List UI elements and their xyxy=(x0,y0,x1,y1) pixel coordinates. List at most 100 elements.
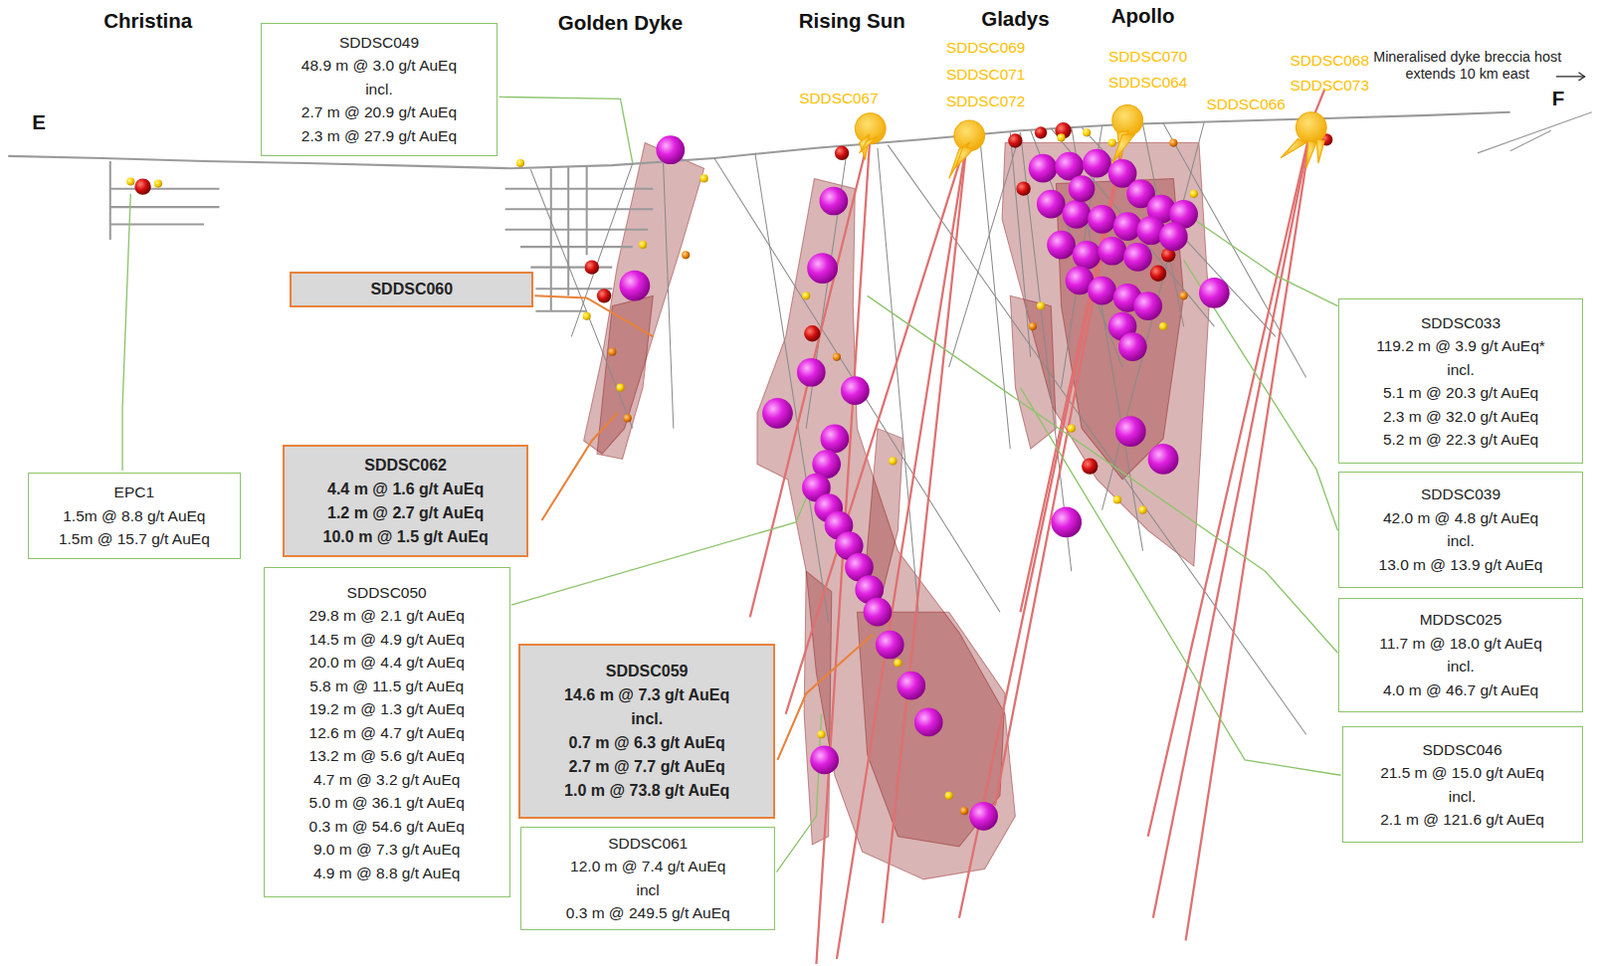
old-workings-part xyxy=(535,287,612,290)
yellow-spheres-part xyxy=(1190,190,1199,199)
magenta-spheres-part xyxy=(1097,236,1127,266)
section-end: F xyxy=(1552,86,1566,111)
yellow-spheres-part xyxy=(516,159,525,168)
drillhole-traces xyxy=(530,122,1306,735)
highlight-result-box: SDDSC0624.4 m @ 1.6 g/t AuEq1.2 m @ 2.7 … xyxy=(282,444,529,558)
magenta-spheres-part xyxy=(1050,507,1082,539)
intercept-text: 0.3 m @ 54.6 g/t AuEq xyxy=(309,814,465,839)
intercept-text: 19.2 m @ 1.3 g/t AuEq xyxy=(309,697,465,722)
drillhole-traces-part xyxy=(571,163,633,337)
intercept-text: incl. xyxy=(1446,358,1475,383)
intercept-text: 2.3 m @ 27.9 g/t AuEq xyxy=(301,124,457,149)
lode-shapes-part xyxy=(757,178,1015,879)
planned-collars-part xyxy=(954,120,986,152)
section-end: E xyxy=(31,110,46,135)
intercept-text: 4.0 m @ 46.7 g/t AuEq xyxy=(1383,678,1539,703)
intercept-text: 2.7 m @ 20.9 g/t AuEq xyxy=(301,100,457,125)
intercept-text: 12.6 m @ 4.7 g/t AuEq xyxy=(309,721,465,746)
red-spheres-part xyxy=(803,325,820,342)
yellow-spheres-part xyxy=(1108,138,1117,147)
intercept-text: 1.5m @ 15.7 g/t AuEq xyxy=(58,527,210,552)
drill-result-box: SDDSC05029.8 m @ 2.1 g/t AuEq14.5 m @ 4.… xyxy=(263,567,511,898)
drillhole-traces-part xyxy=(887,145,1306,736)
yellow-spheres-part xyxy=(945,792,954,800)
yellow-spheres-part xyxy=(1028,322,1037,331)
magenta-spheres-part xyxy=(809,746,839,776)
area-name: Rising Sun xyxy=(799,8,906,33)
magenta-spheres-part xyxy=(618,270,650,302)
ground-surface-part xyxy=(1477,112,1593,154)
magenta-spheres-part xyxy=(840,376,870,405)
magenta-spheres-part xyxy=(1062,200,1092,229)
leader-lines-part xyxy=(122,194,131,471)
magenta-spheres-part xyxy=(655,135,685,165)
magenta-spheres-part xyxy=(875,630,905,660)
magenta-spheres-part xyxy=(1159,222,1189,252)
red-spheres-part xyxy=(834,146,849,161)
drillhole-traces-part xyxy=(1081,127,1276,337)
intercept-text: 5.8 m @ 11.5 g/t AuEq xyxy=(309,674,464,699)
old-workings-part xyxy=(535,310,587,313)
yellow-spheres-part xyxy=(816,730,825,739)
old-workings-part xyxy=(110,205,220,208)
magenta-spheres-part xyxy=(820,424,850,454)
leader-lines-part xyxy=(1184,259,1339,531)
yellow-spheres-part xyxy=(960,806,969,815)
magenta-spheres-part xyxy=(1072,240,1102,270)
intercept-text: 9.0 m @ 7.3 g/t AuEq xyxy=(313,837,461,862)
magenta-spheres-part xyxy=(1118,332,1148,362)
old-workings-part xyxy=(586,166,589,255)
intercept-text: incl. xyxy=(1448,785,1477,809)
intercept-text: 2.3 m @ 32.0 g/t AuEq xyxy=(1383,404,1539,429)
red-spheres xyxy=(134,122,1333,475)
planned-drillholes-part xyxy=(995,122,1128,806)
magenta-spheres-part xyxy=(762,398,794,429)
intercept-text: 20.0 m @ 4.4 g/t AuEq xyxy=(309,650,465,675)
drillhole-traces-part xyxy=(1102,122,1205,511)
intercept-text: incl. xyxy=(1446,529,1475,554)
drillhole-traces-part xyxy=(949,132,1021,368)
intercept-text: 14.5 m @ 4.9 g/t AuEq xyxy=(309,627,465,652)
planned-hole-id: SDDSC066 xyxy=(1205,95,1285,114)
hole-id: SDDSC046 xyxy=(1421,738,1502,763)
hole-id: SDDSC059 xyxy=(605,659,689,684)
planned-hole-id: SDDSC070 xyxy=(1108,47,1188,66)
planned-drillholes-part xyxy=(786,137,969,714)
drill-result-box: SDDSC04948.9 m @ 3.0 g/t AuEqincl.2.7 m … xyxy=(260,22,499,157)
yellow-spheres-part xyxy=(154,179,163,188)
magenta-spheres-part xyxy=(863,598,893,627)
planned-hole-id: SDDSC068 xyxy=(1289,51,1369,70)
yellow-spheres-part xyxy=(1056,133,1065,142)
orange-leader-lines-part xyxy=(534,295,653,337)
planned-collars-part xyxy=(955,147,974,170)
hole-id: SDDSC060 xyxy=(370,277,453,302)
old-workings-part xyxy=(505,188,654,191)
lode-shapes-part xyxy=(1001,143,1209,568)
area-name: Christina xyxy=(103,8,193,33)
planned-drillholes xyxy=(750,89,1325,965)
intercept-text: 0.3 m @ 249.5 g/t AuEq xyxy=(566,901,731,926)
planned-hole-id: SDDSC069 xyxy=(946,38,1025,57)
intercept-text: 12.0 m @ 7.4 g/t AuEq xyxy=(570,854,726,879)
yellow-spheres-part xyxy=(607,348,616,357)
magenta-spheres-part xyxy=(1087,276,1117,306)
lode-shapes-part xyxy=(1055,178,1184,479)
yellow-spheres-part xyxy=(583,312,592,321)
intercept-text: 5.0 m @ 36.1 g/t AuEq xyxy=(309,791,465,815)
planned-collars-part xyxy=(1316,138,1325,164)
intercept-text: 1.0 m @ 73.8 g/t AuEq xyxy=(564,779,730,803)
intercept-text: 2.7 m @ 7.7 g/t AuEq xyxy=(569,755,726,780)
hole-id: MDDSC025 xyxy=(1419,607,1503,632)
hole-id: SDDSC049 xyxy=(339,30,419,55)
highlight-result-box: SDDSC05914.6 m @ 7.3 g/t AuEqincl.0.7 m … xyxy=(518,643,776,819)
yellow-spheres-part xyxy=(623,413,632,422)
hole-id: EPC1 xyxy=(114,480,156,505)
magenta-spheres-part xyxy=(914,708,944,738)
red-spheres-part xyxy=(1081,457,1098,474)
ground-surface-part xyxy=(1510,130,1552,152)
magenta-spheres-part xyxy=(1199,277,1230,309)
old-workings-part xyxy=(520,245,633,248)
direction-arrow-part xyxy=(1556,75,1586,77)
intercept-text: 5.1 m @ 20.3 g/t AuEq xyxy=(1383,381,1539,405)
yellow-spheres-part xyxy=(888,456,897,465)
